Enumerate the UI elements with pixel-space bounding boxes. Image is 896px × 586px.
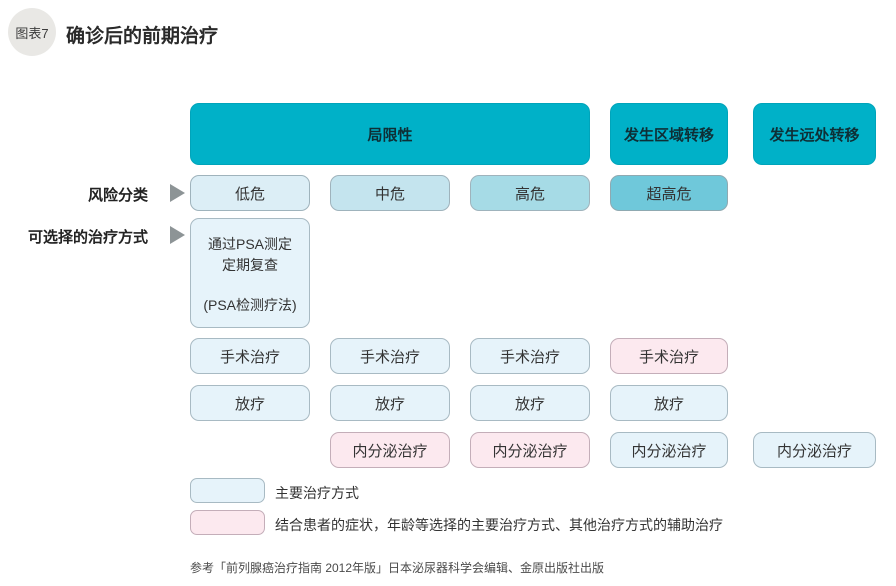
hormone-box-high: 内分泌治疗 (470, 432, 590, 468)
risk-high-box: 高危 (470, 175, 590, 211)
legend-secondary-label: 结合患者的症状，年龄等选择的主要治疗方式、其他治疗方式的辅助治疗 (275, 517, 723, 533)
psa-surveillance-box: 通过PSA测定 定期复查 (PSA检测疗法) (190, 218, 310, 328)
hormone-box-distant: 内分泌治疗 (753, 432, 876, 468)
risk-low-box: 低危 (190, 175, 310, 211)
risk-very-high-box: 超高危 (610, 175, 728, 211)
legend-secondary-swatch (190, 510, 265, 535)
surgery-box-intermediate: 手术治疗 (330, 338, 450, 374)
hormone-box-intermediate: 内分泌治疗 (330, 432, 450, 468)
surgery-box-low: 手术治疗 (190, 338, 310, 374)
arrow-right-icon (170, 184, 185, 202)
page-title: 确诊后的前期治疗 (66, 26, 219, 47)
legend-primary-swatch (190, 478, 265, 503)
radiation-box-very-high: 放疗 (610, 385, 728, 421)
risk-intermediate-box: 中危 (330, 175, 450, 211)
radiation-box-high: 放疗 (470, 385, 590, 421)
surgery-box-very-high: 手术治疗 (610, 338, 728, 374)
psa-line-2: 定期复查 (222, 257, 278, 273)
arrow-right-icon (170, 226, 185, 244)
radiation-box-intermediate: 放疗 (330, 385, 450, 421)
radiation-box-low: 放疗 (190, 385, 310, 421)
label-risk-classification: 风险分类 (87, 187, 148, 204)
label-treatment-options: 可选择的治疗方式 (27, 229, 148, 246)
surgery-box-high: 手术治疗 (470, 338, 590, 374)
header-distant-metastasis: 发生远处转移 (753, 103, 876, 165)
psa-line-3: (PSA检测疗法) (203, 297, 297, 313)
header-regional-metastasis: 发生区域转移 (610, 103, 728, 165)
reference-note: 参考「前列腺癌治疗指南 2012年版」日本泌尿器科学会编辑、金原出版社出版 (190, 561, 605, 575)
legend-primary-label: 主要治疗方式 (275, 485, 359, 501)
header-localized: 局限性 (190, 103, 590, 165)
psa-line-1: 通过PSA测定 (207, 236, 292, 252)
hormone-box-very-high: 内分泌治疗 (610, 432, 728, 468)
figure-badge: 图表7 (8, 8, 56, 56)
